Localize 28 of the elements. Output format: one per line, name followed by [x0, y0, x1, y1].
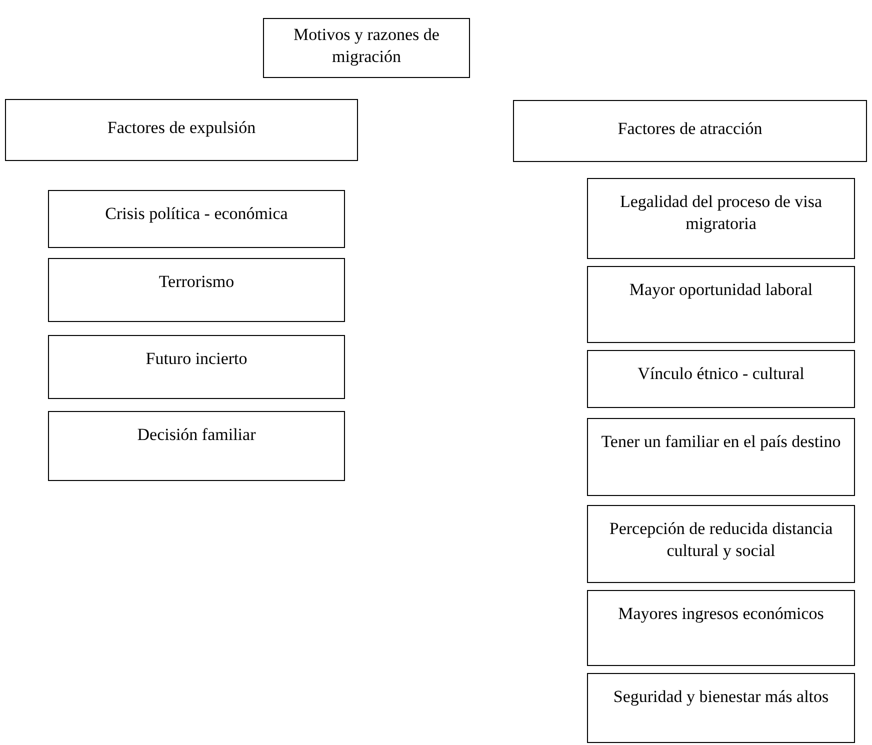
box-label: Decisión familiar	[136, 424, 257, 446]
text-box	[48, 335, 345, 399]
text-box	[48, 258, 345, 322]
box-label: Tener un familiar en el país destino	[600, 431, 842, 453]
box-label: Factores de atracción	[618, 118, 762, 140]
box-label: Vínculo étnico - cultural	[636, 363, 806, 385]
box-label: Crisis política - económica	[104, 203, 289, 225]
text-box	[48, 411, 345, 481]
text-box	[587, 673, 855, 743]
text-box	[587, 590, 855, 666]
text-box	[587, 505, 855, 583]
text-box	[587, 266, 855, 343]
text-box	[587, 350, 855, 408]
box-label: Percepción de reducida distancia cultural y social	[608, 518, 834, 562]
box-label: Factores de expulsión	[107, 117, 256, 139]
text-box	[48, 190, 345, 248]
box-label: Terrorismo	[158, 271, 236, 293]
box-label: Futuro incierto	[144, 348, 248, 370]
text-box	[587, 418, 855, 496]
box-label: Mayores ingresos económicos	[617, 603, 825, 625]
box-label: Legalidad del proceso de visa migratoria	[618, 191, 824, 235]
box-label: Mayor oportunidad laboral	[628, 279, 814, 301]
text-box	[587, 178, 855, 259]
text-box	[263, 18, 470, 78]
box-label: Motivos y razones de migración	[292, 24, 440, 68]
box-label: Seguridad y bienestar más altos	[612, 686, 830, 708]
text-box	[513, 100, 867, 162]
text-box	[5, 99, 358, 161]
